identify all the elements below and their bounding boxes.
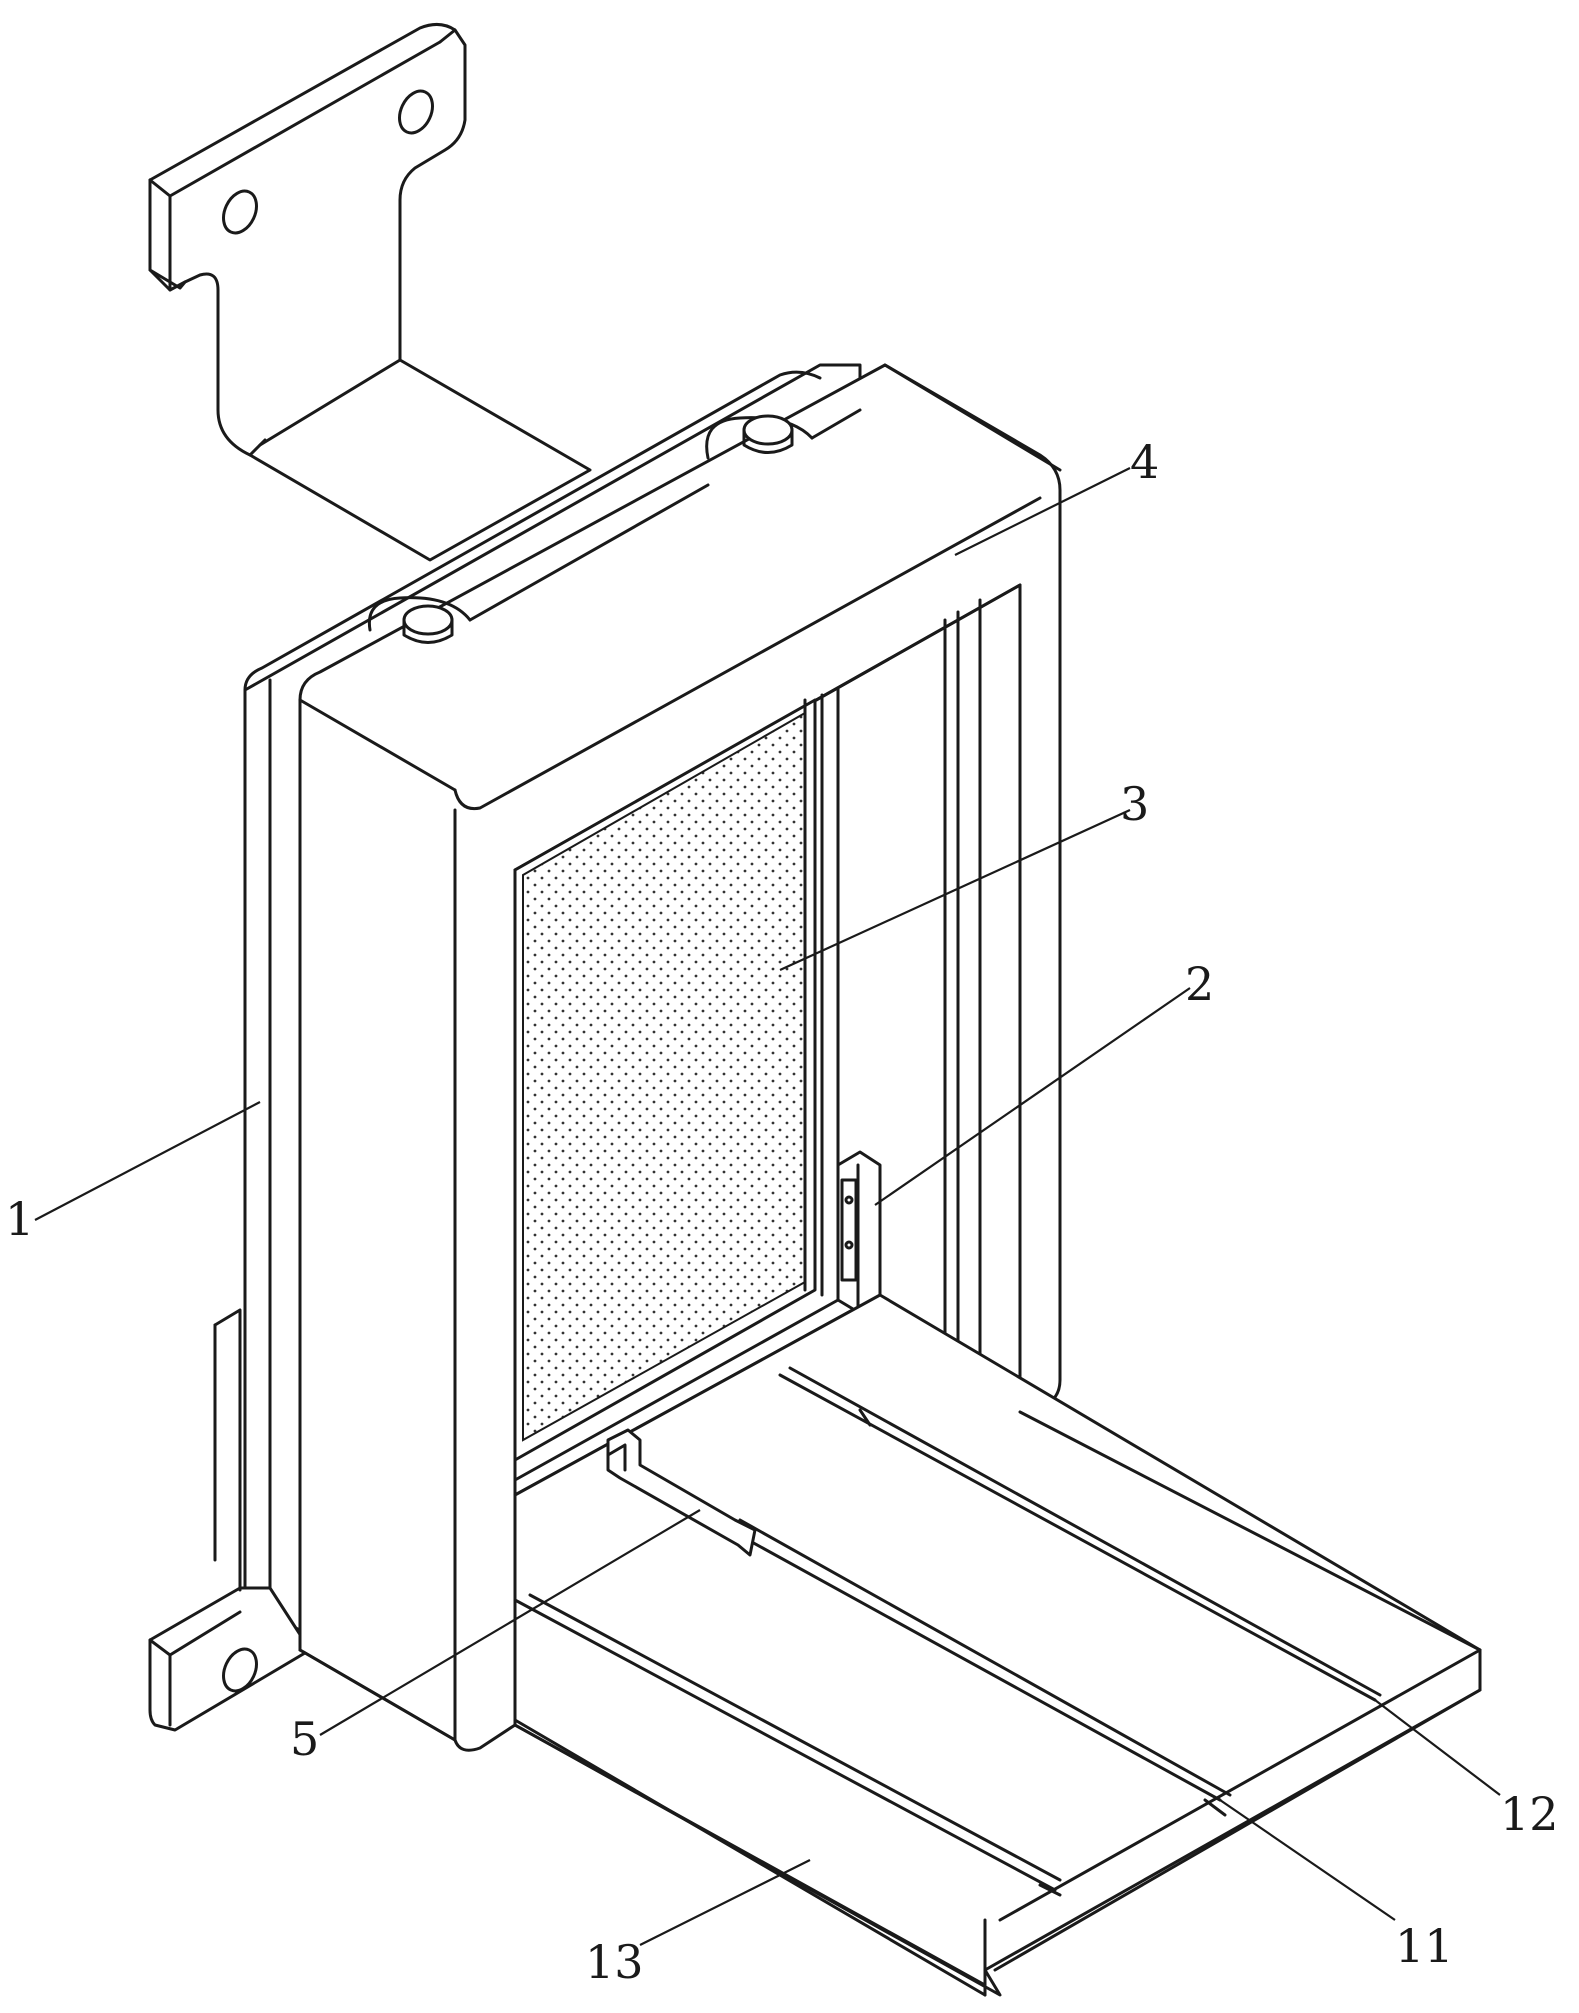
label-11: 11 <box>1395 1919 1454 1973</box>
rail-11 <box>728 1518 1232 1817</box>
main-frame <box>298 363 1062 1752</box>
label-5: 5 <box>290 1712 319 1766</box>
base-tray <box>513 1293 1482 1997</box>
label-12: 12 <box>1500 1787 1559 1841</box>
rail-13 <box>513 1593 1062 1897</box>
label-1: 1 <box>5 1192 34 1246</box>
label-4: 4 <box>1130 435 1159 489</box>
label-2: 2 <box>1185 957 1214 1011</box>
handle-lever <box>606 1428 757 1557</box>
side-clip <box>836 1150 882 1314</box>
label-13: 13 <box>585 1935 644 1989</box>
top-boss-right <box>705 414 814 460</box>
filter-screen <box>513 686 882 1497</box>
label-3: 3 <box>1120 777 1149 831</box>
rail-12 <box>778 1366 1382 1702</box>
top-boss-left <box>367 596 472 644</box>
upper-mounting-bracket <box>148 23 592 562</box>
leader-lines <box>34 467 1501 1946</box>
lower-mounting-foot <box>148 1308 312 1732</box>
